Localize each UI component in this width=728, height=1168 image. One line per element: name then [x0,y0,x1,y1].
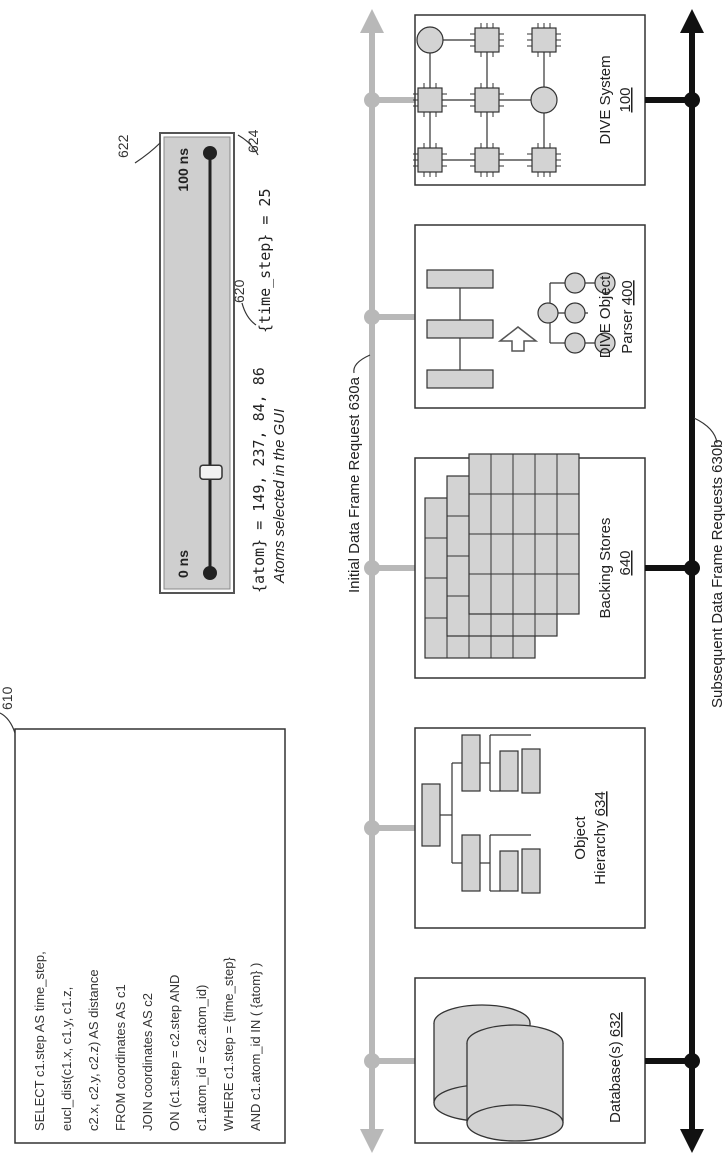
chip [474,147,500,173]
request-node-light [364,1053,380,1069]
sql-line: eucl_dist(c1.x, c1.y, c1.z, [59,987,74,1131]
sql-line: c2.x, c2.y, c2.z) AS distance [86,969,101,1131]
ref-leader-630a [353,354,371,374]
ref-label-620: 620 [231,279,247,303]
subsequent-request-label: Subsequent Data Frame Requests 630b [709,440,726,709]
parser-output-tree-icon [537,272,616,354]
sql-line: c1.atom_id = c2.atom_id) [194,985,209,1131]
arrowhead-left-light [360,1129,384,1153]
ref-leader-630b [693,417,718,444]
sql-line: WHERE c1.step = {time_step} [221,957,236,1131]
time-step-text: {time_step} = 25 [256,189,274,334]
request-connector-dark [645,565,692,571]
sql-line: SELECT c1.step AS time_step, [32,951,47,1131]
request-node-dark [684,92,700,108]
atom-caption: Atoms selected in the GUI [271,409,288,584]
arrowhead-right-light [360,9,384,33]
request-node-light [364,560,380,576]
hierarchy-label-line1: Object [572,815,589,859]
request-node-light [364,820,380,836]
ref-label-624: 624 [245,129,261,153]
request-connector-light [372,1058,415,1064]
sql-line: JOIN coordinates AS c2 [140,993,155,1131]
slider-max-label: 100 ns [175,148,191,192]
sql-line: ON (c1.step = c2.step AND [167,975,182,1131]
backing-stores-ref: 640 [617,550,634,575]
request-connector-light [372,97,415,103]
ref-leader-610 [0,712,16,734]
parser-label-line2: Parser 400 [619,280,636,353]
database-icon [433,1004,564,1142]
backing-stores-icon [424,453,580,659]
parser-input-hierarchy-icon [426,269,494,389]
parser-label-line1: DIVE Object [597,275,614,358]
chip [474,27,500,53]
arrowhead-left-dark [680,1129,704,1153]
request-node-dark [684,1053,700,1069]
time-slider[interactable]: 0 ns 100 ns 622 [115,132,235,594]
initial-request-label: Initial Data Frame Request 630a [346,376,363,593]
request-connector-dark [645,1058,692,1064]
ref-leader-620 [241,302,257,326]
ref-label-610: 610 [0,686,15,710]
component-backing-stores: Backing Stores 640 [414,453,646,679]
dive-system-label: DIVE System [597,55,614,144]
sql-query-text: SELECT c1.step AS time_step, eucl_dist(c… [32,951,263,1131]
component-database: Database(s) 632 [414,977,646,1144]
request-connector-light [372,314,415,320]
request-node-dark [684,560,700,576]
dive-system-ref: 100 [617,87,634,112]
sql-line: AND c1.atom_id IN ( {atom} ) [248,963,263,1131]
slider-start-cap [203,566,217,580]
chip [417,147,443,173]
request-connector-dark [645,97,692,103]
chip [417,87,443,113]
component-dive-object-parser: DIVE Object Parser 400 [414,224,646,409]
network-node [530,86,558,114]
parser-label-ref: 400 [619,280,636,305]
parser-label-name: Parser [619,305,636,353]
chip [531,147,557,173]
ref-leader-622 [134,142,161,164]
atom-expression: {atom} = 149, 237, 84, 86 Atoms selected… [237,129,288,593]
chip [531,27,557,53]
request-node-light [364,309,380,325]
chip [474,87,500,113]
atom-text: {atom} = 149, 237, 84, 86 [250,367,268,593]
request-node-light [364,92,380,108]
ref-label-622: 622 [115,134,131,158]
database-label: Database(s) 632 [607,1012,624,1123]
hierarchy-label-line2: Hierarchy 634 [592,791,609,884]
initial-request-arrow: Initial Data Frame Request 630a [346,9,415,1153]
time-step-expression: {time_step} = 25 620 [231,189,274,334]
request-connector-light [372,825,415,831]
sql-query-panel: SELECT c1.step AS time_step, eucl_dist(c… [0,686,286,1144]
subsequent-request-arrow: Subsequent Data Frame Requests 630b [645,9,726,1153]
sql-line: FROM coordinates AS c1 [113,984,128,1131]
slider-end-cap [203,146,217,160]
dive-system-network-icon [413,23,561,177]
ref-leader-624 [237,134,259,156]
request-connector-light [372,565,415,571]
component-object-hierarchy: Object Hierarchy 634 [414,727,646,929]
slider-thumb[interactable] [199,464,223,480]
hierarchy-icon [421,734,541,894]
backing-stores-label: Backing Stores [597,518,614,619]
slider-min-label: 0 ns [175,550,191,578]
parser-arrow-icon [497,326,539,352]
arrowhead-right-dark [680,9,704,33]
network-node [416,26,444,54]
